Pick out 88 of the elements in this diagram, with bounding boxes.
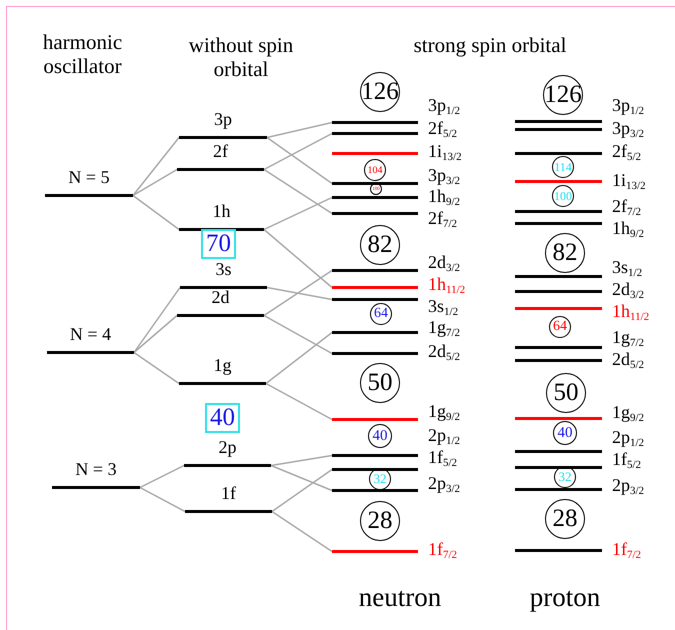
connector-line [140, 486, 186, 512]
level-label: 1g$_{9/2}$ [612, 404, 644, 421]
level-label: N = 5 [67, 169, 111, 186]
magic-number-circle: 28 [545, 499, 585, 539]
magic-number-circle: 114 [552, 156, 574, 178]
connector-line [264, 132, 332, 170]
level-label: 3p [213, 111, 233, 128]
level-label: 2d$_{5/2}$ [612, 351, 644, 368]
magic-number-circle: 64 [370, 303, 392, 325]
connector-line [270, 454, 332, 466]
level-label: 1g$_{9/2}$ [428, 403, 460, 420]
level-label: N = 3 [74, 461, 118, 478]
connector-line [264, 228, 332, 288]
magic-number-circle: 64 [549, 316, 571, 338]
magic-number-circle: 28 [360, 501, 400, 541]
magic-number-circle: 126 [543, 75, 583, 115]
level-label: 2p$_{1/2}$ [612, 429, 644, 446]
connector-line [266, 382, 332, 420]
connector-line [264, 270, 332, 316]
connector-line [272, 468, 332, 512]
level-label: 1h$_{9/2}$ [428, 188, 460, 205]
level-label: 2f$_{7/2}$ [612, 198, 642, 215]
magic-number-circle: 50 [546, 373, 586, 413]
level-label: 3p$_{3/2}$ [612, 120, 644, 137]
magic-number-circle: 82 [545, 233, 585, 273]
connector-line [264, 314, 332, 354]
level-label: 2f$_{5/2}$ [612, 143, 642, 160]
connector-line [134, 314, 178, 354]
connector-line [132, 168, 178, 196]
level-label: 2f$_{7/2}$ [428, 210, 458, 227]
magic-number-circle: 126 [360, 72, 400, 112]
level-label: 1g$_{7/2}$ [612, 329, 644, 346]
connector-line [266, 122, 332, 138]
connector-line [134, 352, 180, 384]
level-label: 3p$_{1/2}$ [428, 97, 460, 114]
level-label: 1f$_{5/2}$ [428, 449, 458, 466]
connector-line [132, 137, 180, 196]
level-label: 1f$_{7/2}$ [428, 541, 458, 558]
level-label: 3s$_{1/2}$ [428, 298, 458, 315]
connector-line [270, 464, 332, 492]
level-label: 2p$_{1/2}$ [428, 427, 460, 444]
level-label: 1h$_{9/2}$ [612, 220, 644, 237]
connector-line [272, 510, 332, 552]
level-label: 2d [210, 289, 230, 306]
level-label: 1f$_{5/2}$ [612, 451, 642, 468]
connector-line [132, 194, 180, 230]
connector-line [264, 168, 332, 214]
level-label: 3s$_{1/2}$ [612, 259, 642, 276]
level-label: 1i$_{13/2}$ [428, 143, 462, 160]
level-label: 1f$_{7/2}$ [612, 541, 642, 558]
connector-line [266, 332, 332, 384]
level-label: 1f [220, 485, 237, 502]
connector-line [140, 464, 184, 488]
column-label: neutron [358, 582, 442, 612]
connector-line [266, 286, 332, 300]
level-label: 1h$_{11/2}$ [428, 276, 466, 293]
magic-number-circle: 40 [368, 424, 392, 448]
magic-number-circle: 82 [360, 225, 400, 265]
level-label: 2d$_{5/2}$ [428, 343, 460, 360]
level-label: N = 4 [68, 326, 112, 343]
magic-number-circle: 40 [553, 421, 577, 445]
level-label: 1i$_{13/2}$ [612, 172, 646, 189]
magic-number-circle: 50 [360, 363, 400, 403]
level-label: 3p$_{1/2}$ [612, 97, 644, 114]
magic-number-box: 40 [205, 403, 240, 433]
connector-line [264, 196, 332, 230]
connector-line [133, 287, 181, 353]
level-label: 3p$_{3/2}$ [428, 167, 460, 184]
level-label: 2f$_{5/2}$ [428, 120, 458, 137]
level-label: 2p$_{3/2}$ [428, 475, 460, 492]
level-label: 1h [212, 203, 232, 220]
level-label: 2d$_{3/2}$ [612, 281, 644, 298]
level-label: 1h$_{11/2}$ [612, 303, 650, 320]
connector-line [266, 136, 332, 184]
column-heading: without spin orbital [188, 33, 294, 81]
level-label: 1g$_{7/2}$ [428, 319, 460, 336]
column-heading: strong spin orbital [412, 33, 568, 57]
magic-number-box: 70 [201, 229, 236, 259]
level-label: 2f [212, 143, 229, 160]
column-label: proton [528, 582, 602, 612]
level-label: 3s [214, 261, 232, 278]
level-label: 1g [212, 357, 232, 374]
level-label: 2p$_{3/2}$ [612, 477, 644, 494]
column-heading: harmonic oscillator [42, 30, 124, 78]
level-label: 2d$_{3/2}$ [428, 254, 460, 271]
magic-number-circle: 104 [364, 159, 386, 181]
level-label: 2p [218, 439, 238, 456]
magic-number-circle: 100 [552, 185, 574, 207]
